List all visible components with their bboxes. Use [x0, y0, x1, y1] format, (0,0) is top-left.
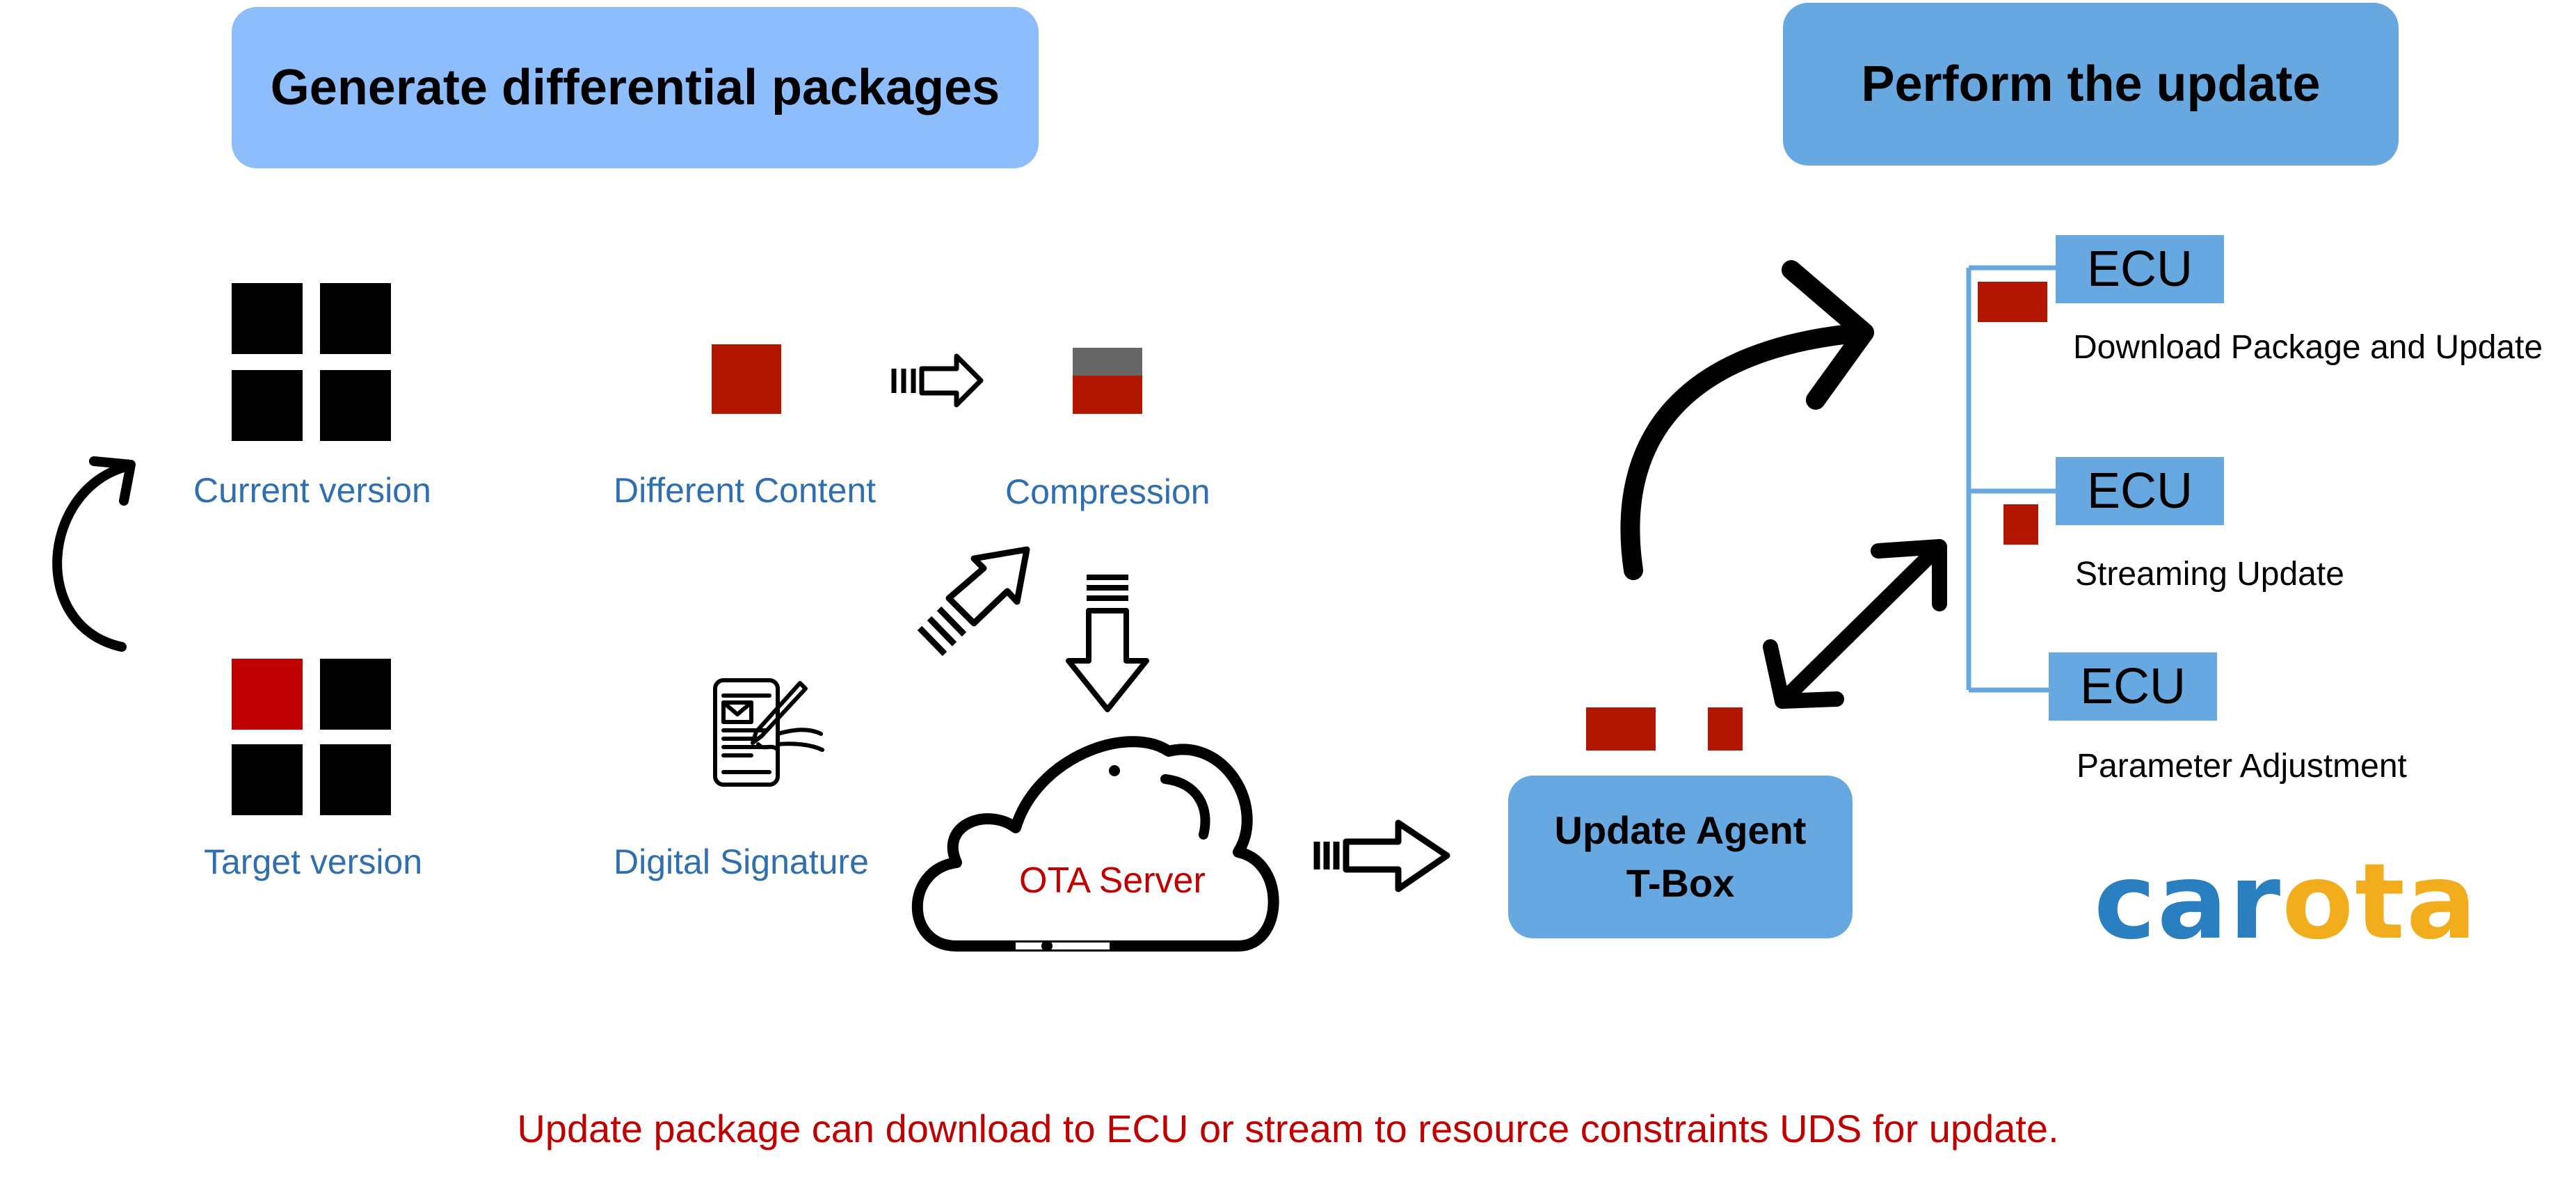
ecu-box-streaming: ECU [2056, 457, 2224, 525]
current-version-grid-icon [232, 283, 391, 441]
carota-logo: carota [2094, 842, 2478, 963]
current-version-label: Current version [193, 471, 431, 510]
target-version-label: Target version [204, 842, 423, 881]
logo-letter-r: r [2229, 842, 2282, 963]
footer-note: Update package can download to ECU or st… [517, 1107, 2059, 1150]
send-arrow-icon [1313, 819, 1450, 892]
download-curved-arrow-icon [1620, 260, 1874, 580]
compression-block [1073, 348, 1142, 414]
ota-server-cloud-icon [911, 736, 1279, 952]
update-agent-subtitle: T-Box [1626, 861, 1735, 905]
ecu-caption-streaming: Streaming Update [2075, 556, 2344, 593]
download-arrow-icon [1066, 575, 1149, 712]
header-generate-packages: Generate differential packages [232, 7, 1039, 168]
different-content-block [712, 344, 781, 414]
stream-double-arrow-icon [1763, 539, 1947, 709]
ecu-download-block [1978, 282, 2047, 322]
ecu-stream-block [2003, 504, 2038, 545]
logo-letter-a2: a [2406, 842, 2479, 963]
logo-letter-o: o [2282, 842, 2355, 963]
update-agent-box: Update Agent T-Box [1508, 776, 1853, 938]
compress-arrow-icon [891, 353, 984, 408]
logo-letter-a: a [2157, 842, 2230, 963]
ecu-box-download: ECU [2056, 235, 2224, 303]
agent-stream-block [1708, 707, 1743, 751]
compression-label: Compression [1005, 472, 1210, 511]
header-perform-update: Perform the update [1783, 3, 2399, 166]
ecu-box-parameter: ECU [2049, 652, 2217, 721]
ecu-caption-download: Download Package and Update [2073, 329, 2543, 366]
ecu-caption-parameter: Parameter Adjustment [2077, 748, 2407, 785]
different-content-label: Different Content [614, 471, 877, 510]
logo-letter-t: t [2355, 842, 2406, 963]
update-agent-title: Update Agent [1554, 808, 1807, 853]
ecu-tree-connector [1966, 265, 2056, 693]
signature-device-icon [713, 678, 824, 787]
version-curved-arrow-icon [52, 456, 136, 652]
digital-signature-label: Digital Signature [614, 842, 869, 881]
target-version-grid-icon [232, 659, 391, 815]
agent-package-block [1586, 707, 1656, 751]
ota-server-label: OTA Server [1019, 860, 1206, 901]
signature-arrow-icon [917, 546, 1030, 657]
logo-letter-c: c [2094, 842, 2157, 963]
